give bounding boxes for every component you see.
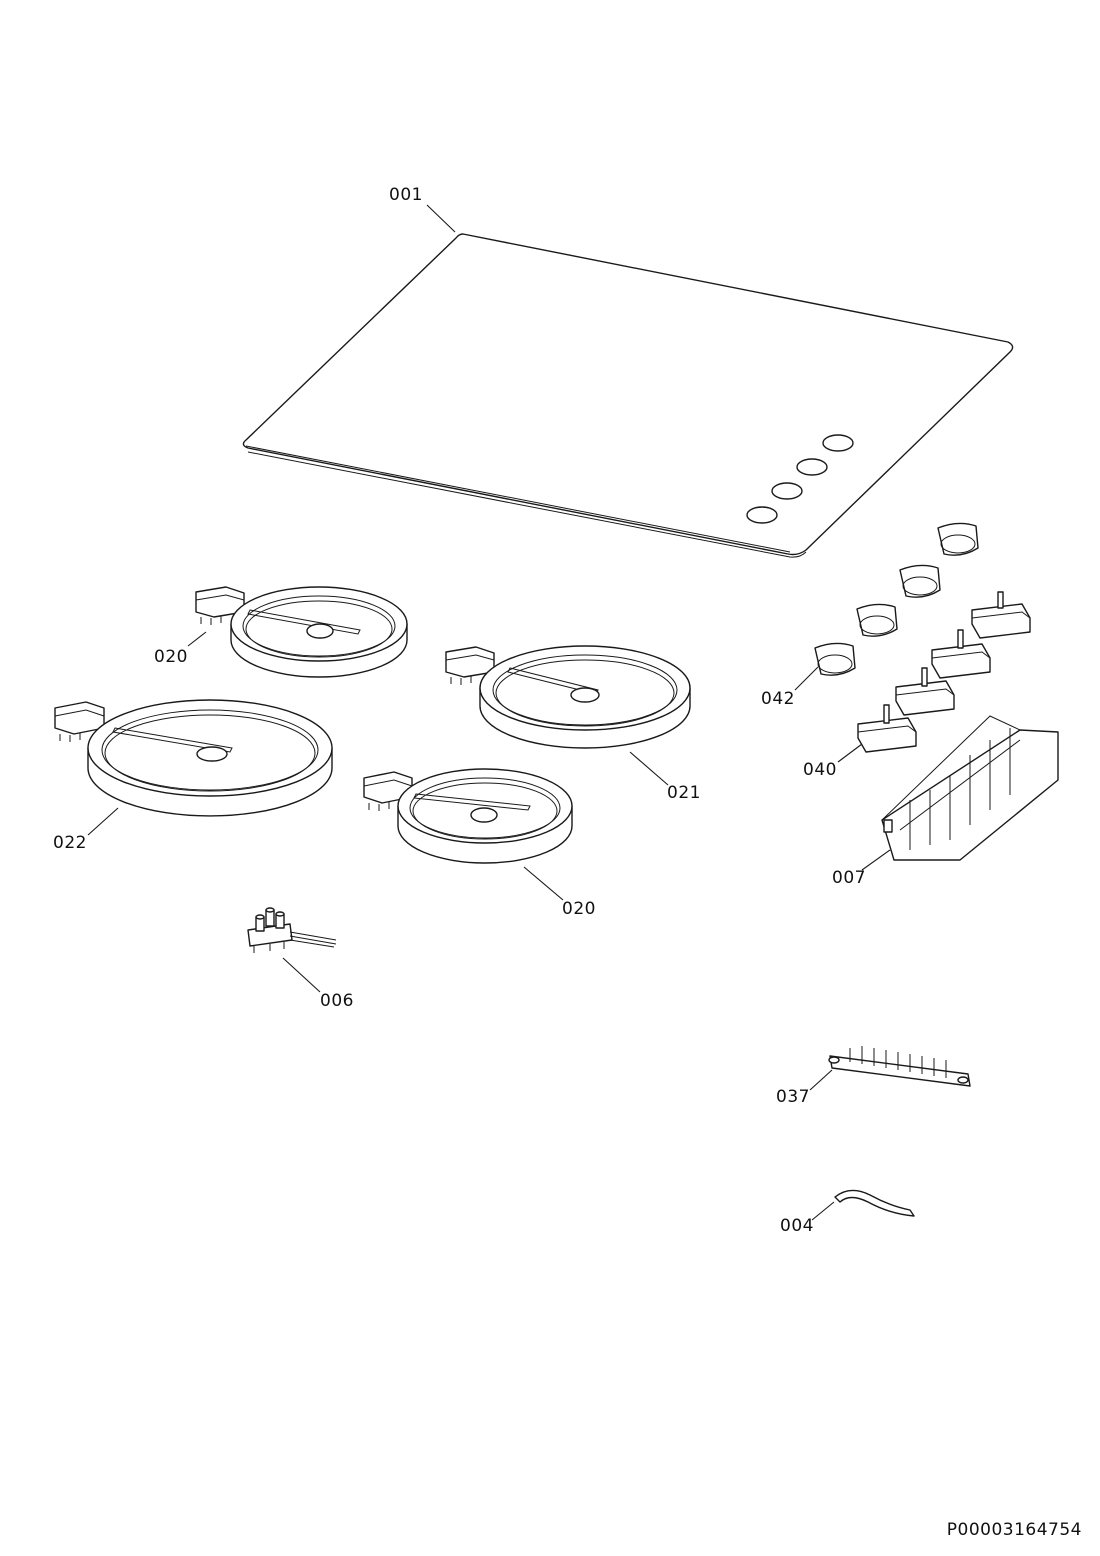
heating-element-021 [445, 645, 691, 749]
leader-020-top [187, 631, 207, 647]
leader-006 [282, 957, 321, 993]
callout-020-bottom: 020 [562, 899, 596, 919]
leader-037 [809, 1069, 833, 1091]
callout-007: 007 [832, 868, 866, 888]
leader-040 [837, 743, 863, 763]
leader-042 [794, 666, 819, 691]
callout-006: 006 [320, 991, 354, 1011]
housing-bracket-007 [881, 715, 1059, 861]
leader-020-bottom [523, 866, 564, 901]
glass-top-part [242, 233, 1014, 558]
leader-001 [426, 204, 456, 233]
leader-007 [861, 849, 891, 871]
callout-037: 037 [776, 1087, 810, 1107]
leader-004 [811, 1201, 835, 1221]
leader-022 [87, 807, 119, 836]
callout-001: 001 [389, 185, 423, 205]
callout-022: 022 [53, 833, 87, 853]
heating-element-020-top [195, 586, 408, 678]
heating-element-022 [54, 699, 333, 817]
callout-042: 042 [761, 689, 795, 709]
callout-021: 021 [667, 783, 701, 803]
control-knob-holes [746, 434, 854, 524]
callout-004: 004 [780, 1216, 814, 1236]
terminal-block-006 [247, 907, 337, 953]
callout-040: 040 [803, 760, 837, 780]
document-id: P00003164754 [946, 1520, 1082, 1540]
callout-020-top: 020 [154, 647, 188, 667]
leader-021 [629, 751, 669, 786]
terminal-strip-037 [828, 1046, 971, 1087]
energy-regulators-040 [857, 591, 1031, 753]
control-knobs-042 [814, 522, 979, 676]
heating-element-020-bottom [363, 768, 573, 864]
clip-004 [834, 1189, 915, 1217]
